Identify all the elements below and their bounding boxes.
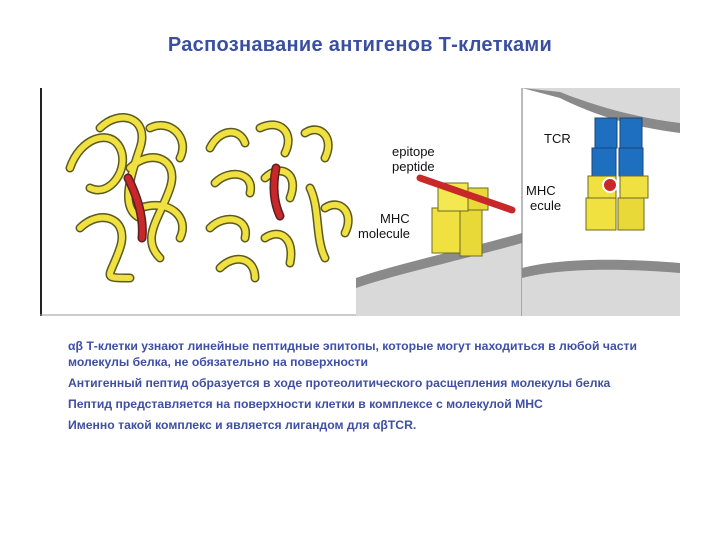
mhc-right-label-2: ecule [530,198,561,213]
mhc-molecule-label-2: molecule [358,226,410,241]
bullet-item: αβ Т-клетки узнают линейные пептидные эп… [68,338,668,370]
epitope-peptide-label: epitope [392,144,435,159]
bullet-item: Антигенный пептид образуется в ходе прот… [68,375,668,391]
mhc-right-label: MHC [526,183,556,198]
bullet-list: αβ Т-клетки узнают линейные пептидные эп… [68,338,668,438]
tcr-label: TCR [544,131,571,146]
bullet-item: Пептид представляется на поверхности кле… [68,396,668,412]
epitope-peptide-label-2: peptide [392,159,435,174]
page-title: Распознавание антигенов Т-клетками [0,34,720,57]
peptide-dot [603,178,617,192]
mhc-peptide-panel: epitope peptide MHC molecule [356,88,522,316]
tcr-mhc-panel: TCR MHC ecule [522,88,680,316]
antigen-recognition-figure: epitope peptide MHC molecule [40,88,680,316]
bullet-item: Именно такой комплекс и является лигандо… [68,417,668,433]
mhc-molecule-label: MHC [380,211,410,226]
